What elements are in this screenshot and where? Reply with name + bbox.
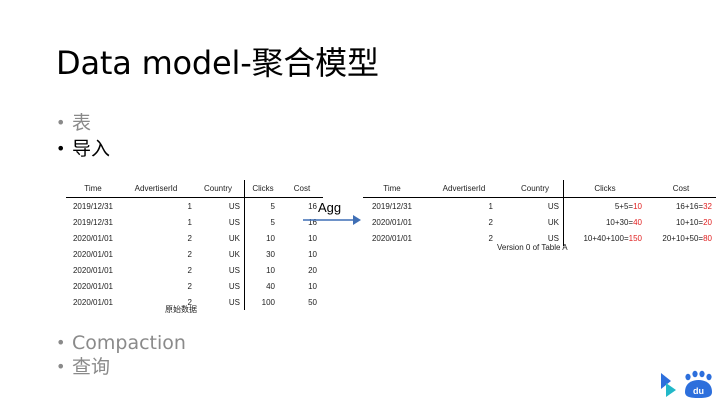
table-cell: 10+40+100=150 — [564, 230, 647, 246]
table-cell: 10 — [266, 233, 275, 243]
agg-table-caption: Version 0 of Table A — [497, 243, 568, 252]
table-cell: 40 — [266, 281, 275, 291]
table-cell: US — [192, 294, 245, 310]
raw-table-header-row: Time AdvertiserId Country Clicks Cost — [66, 180, 323, 198]
agg-header-clicks: Clicks — [563, 180, 646, 198]
agg-arrow-icon — [303, 215, 361, 225]
sum-result: 32 — [703, 201, 712, 211]
baidu-logo-icon: du — [661, 370, 712, 398]
top-bullet-list: 表 导入 — [56, 110, 110, 162]
sum-expression: 16+16= — [675, 201, 704, 211]
agg-label: Agg — [318, 200, 342, 215]
table-cell: 100 — [261, 297, 275, 307]
bottom-bullet-list: Compaction 查询 — [56, 331, 186, 379]
sum-expression: 10+40+100= — [583, 233, 629, 243]
table-cell: 2 — [187, 249, 192, 259]
table-cell: 2020/01/01 — [371, 217, 413, 227]
table-cell: 16 — [308, 201, 317, 211]
table-cell: 2020/01/01 — [72, 233, 114, 243]
raw-header-cost: Cost — [281, 180, 323, 198]
table-cell: 2020/01/01 — [72, 249, 114, 259]
table-cell: 2 — [488, 233, 493, 243]
agg-header-cost: Cost — [646, 180, 716, 198]
table-cell: 10 — [308, 281, 317, 291]
logo-text: du — [693, 386, 704, 396]
table-cell: 2 — [488, 217, 493, 227]
table-cell: UK — [192, 230, 245, 246]
table-cell: 1 — [187, 217, 192, 227]
table-cell: US — [507, 230, 564, 246]
table-cell: 20+10+50=80 — [646, 230, 716, 246]
sum-result: 10 — [633, 201, 642, 211]
sum-result: 40 — [633, 217, 642, 227]
table-cell: 5+5=10 — [564, 198, 647, 215]
sum-expression: 10+30= — [605, 217, 634, 227]
table-cell: US — [192, 262, 245, 278]
table-cell: 2019/12/31 — [371, 201, 413, 211]
raw-header-advertiser: AdvertiserId — [120, 180, 192, 198]
sum-result: 20 — [703, 217, 712, 227]
table-cell: 2020/01/01 — [72, 265, 114, 275]
sum-expression: 10+10= — [675, 217, 704, 227]
bullet-compaction: Compaction — [56, 331, 186, 355]
table-cell: 30 — [266, 249, 275, 259]
aggregated-table: Time AdvertiserId Country Clicks Cost 20… — [363, 180, 716, 246]
table-cell: 2 — [187, 281, 192, 291]
agg-header-advertiser: AdvertiserId — [421, 180, 507, 198]
raw-header-clicks: Clicks — [244, 180, 281, 198]
table-cell: UK — [507, 214, 564, 230]
agg-header-country: Country — [507, 180, 564, 198]
bullet-table: 表 — [56, 110, 110, 136]
table-cell: 10 — [308, 233, 317, 243]
raw-header-time: Time — [66, 180, 120, 198]
raw-data-table: Time AdvertiserId Country Clicks Cost 20… — [66, 180, 323, 310]
sum-result: 150 — [628, 233, 642, 243]
table-cell: 2 — [187, 297, 192, 307]
table-cell: US — [192, 197, 245, 214]
table-cell: 1 — [488, 201, 493, 211]
table-cell: 10+10=20 — [646, 214, 716, 230]
bullet-import: 导入 — [56, 136, 110, 162]
table-cell: 1 — [187, 201, 192, 211]
table-cell: 10 — [266, 265, 275, 275]
table-cell: 2 — [187, 265, 192, 275]
raw-header-country: Country — [192, 180, 245, 198]
table-cell: 16 — [308, 217, 317, 227]
table-cell: US — [507, 197, 564, 214]
table-cell: 50 — [308, 297, 317, 307]
table-cell: 2019/12/31 — [72, 201, 114, 211]
sum-expression: 5+5= — [614, 201, 634, 211]
slide-title: Data model-聚合模型 — [56, 44, 379, 82]
table-cell: 2020/01/01 — [72, 281, 114, 291]
table-cell: 16+16=32 — [646, 198, 716, 215]
table-cell: US — [192, 278, 245, 294]
table-cell: 5 — [270, 217, 275, 227]
agg-header-time: Time — [363, 180, 421, 198]
table-cell: 5 — [270, 201, 275, 211]
table-cell: 2019/12/31 — [72, 217, 114, 227]
raw-data-caption: 原始数据 — [165, 305, 197, 314]
agg-table-header-row: Time AdvertiserId Country Clicks Cost — [363, 180, 716, 198]
bullet-query: 查询 — [56, 355, 186, 379]
table-cell: UK — [192, 246, 245, 262]
table-cell: US — [192, 214, 245, 230]
sum-result: 80 — [703, 233, 712, 243]
table-cell: 2020/01/01 — [371, 233, 413, 243]
table-cell: 2020/01/01 — [72, 297, 114, 307]
table-cell: 10+30=40 — [564, 214, 647, 230]
sum-expression: 20+10+50= — [662, 233, 704, 243]
table-cell: 2 — [187, 233, 192, 243]
table-cell: 10 — [308, 249, 317, 259]
table-cell: 20 — [308, 265, 317, 275]
